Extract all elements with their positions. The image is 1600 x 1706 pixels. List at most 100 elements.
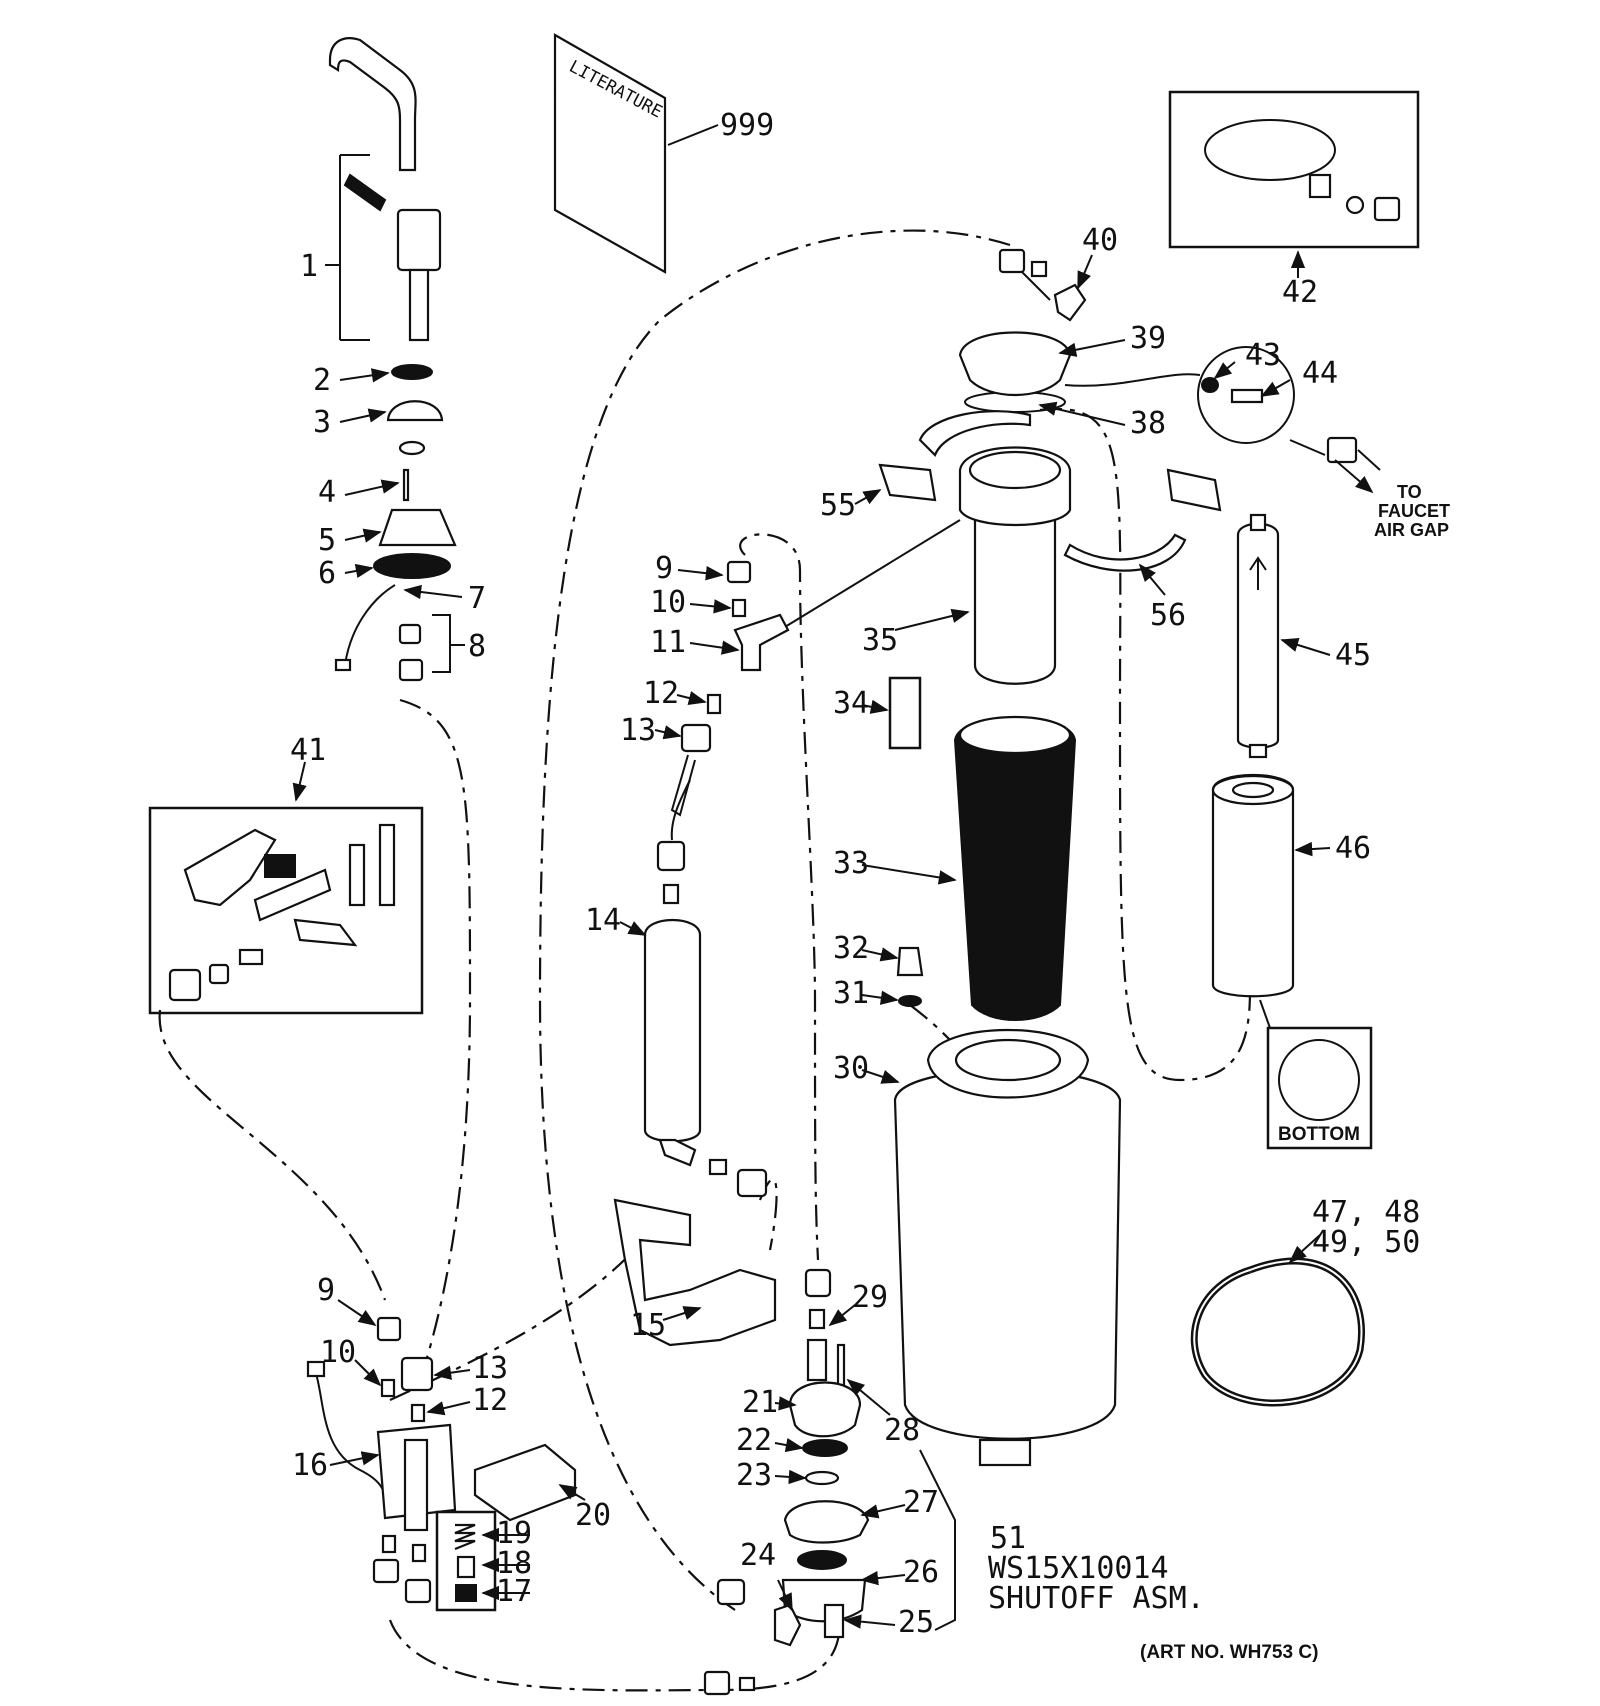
label-8: 8 xyxy=(468,629,486,664)
tube-40-to-39 xyxy=(1019,269,1051,301)
label-13b: 13 xyxy=(472,1351,508,1386)
arrow-11 xyxy=(689,640,740,655)
label-7: 7 xyxy=(468,581,486,616)
tube-faucet-to-module xyxy=(399,698,472,1381)
label-faucet-line1: TO xyxy=(1397,482,1422,502)
tube-big-loop-left xyxy=(538,229,1011,1611)
filter-45 xyxy=(1236,522,1280,749)
tube-39-to-44 xyxy=(1064,373,1201,387)
insert-10b xyxy=(380,1378,396,1398)
nut-8a xyxy=(398,623,422,645)
cartridge-33 xyxy=(953,716,1077,1021)
arrow-15 xyxy=(662,1306,702,1321)
part-17 xyxy=(455,1584,477,1602)
part-18 xyxy=(456,1555,476,1579)
label-49-50: 49, 50 xyxy=(1312,1225,1420,1260)
arrow-46 xyxy=(1294,841,1331,857)
label-12a: 12 xyxy=(643,676,679,711)
elbow-14 xyxy=(658,1138,697,1167)
arrow-40 xyxy=(1077,254,1093,290)
label-56: 56 xyxy=(1150,598,1186,633)
saddle-clamp xyxy=(183,828,277,907)
label-32: 32 xyxy=(833,931,869,966)
label-43: 43 xyxy=(1245,338,1281,373)
housing-35 xyxy=(973,498,1057,685)
piercing-valve xyxy=(293,918,358,947)
label-11: 11 xyxy=(650,625,686,660)
arrow-32 xyxy=(861,947,899,962)
disc-23 xyxy=(804,1470,840,1486)
body-27 xyxy=(783,1500,870,1544)
bracket-8 xyxy=(432,614,451,673)
faucet-assembly xyxy=(328,37,457,682)
clamp-fitting xyxy=(1308,173,1332,199)
arrow-7 xyxy=(403,584,463,600)
arrow-24 xyxy=(777,1579,793,1612)
tube-to-35 xyxy=(779,519,961,631)
clamp-nut xyxy=(1373,196,1401,222)
nut-44 xyxy=(1326,436,1358,464)
arrow-25 xyxy=(843,1614,896,1629)
filter-45-arrow xyxy=(1249,556,1267,590)
arrow-28 xyxy=(846,1378,891,1416)
label-10a: 10 xyxy=(650,585,686,620)
saddle-insert xyxy=(238,948,264,966)
arrow-10a xyxy=(689,599,732,614)
label-47-48: 47, 48 xyxy=(1312,1195,1420,1230)
label-faucet-line2: FAUCET xyxy=(1378,501,1450,521)
hose-coil xyxy=(1190,1257,1365,1407)
box-42 xyxy=(1168,90,1420,249)
module-fit-a xyxy=(381,1534,397,1554)
label-35: 35 xyxy=(862,623,898,658)
box-bottom xyxy=(1266,1026,1373,1150)
nut-29 xyxy=(804,1268,832,1298)
nut-40 xyxy=(998,248,1026,274)
washer-2 xyxy=(391,364,433,380)
label-23: 23 xyxy=(736,1458,772,1493)
led-wire-7 xyxy=(344,584,396,666)
nut-13b xyxy=(400,1356,434,1392)
box-34 xyxy=(888,676,922,750)
filter-45-foot xyxy=(1248,743,1268,759)
diaphragm-22 xyxy=(802,1439,848,1457)
elbow-40 xyxy=(1053,283,1087,322)
label-26: 26 xyxy=(903,1555,939,1590)
arrow-44 xyxy=(1260,379,1291,397)
arrow-38 xyxy=(1038,401,1126,426)
saddle-valve-box xyxy=(148,761,424,1015)
valve-32 xyxy=(896,946,924,977)
label-24: 24 xyxy=(740,1538,776,1573)
arrow-29 xyxy=(828,1304,856,1327)
arrow-10b xyxy=(354,1359,382,1387)
label-29: 29 xyxy=(852,1280,888,1315)
post-filters xyxy=(1211,436,1381,1150)
label-27: 27 xyxy=(903,1485,939,1520)
arrow-30 xyxy=(861,1069,900,1084)
label-999: 999 xyxy=(720,108,774,143)
faucet-shank xyxy=(408,268,430,342)
screw-4 xyxy=(402,468,410,502)
insert-12b xyxy=(410,1403,426,1423)
label-4: 4 xyxy=(318,475,336,510)
arrow-12a xyxy=(676,691,707,706)
arrow-16 xyxy=(329,1451,380,1466)
base-5 xyxy=(378,508,457,547)
cap-21 xyxy=(788,1381,862,1438)
hose-47-50 xyxy=(1190,1257,1365,1407)
hose-47-50-inner xyxy=(1193,1260,1363,1404)
label-22: 22 xyxy=(736,1423,772,1458)
label-34: 34 xyxy=(833,686,869,721)
nut-9 xyxy=(726,560,752,584)
label-31: 31 xyxy=(833,976,869,1011)
label-19: 19 xyxy=(496,1516,532,1551)
leader-arrows xyxy=(325,254,1374,1629)
arrow-4 xyxy=(344,479,400,496)
insert-29 xyxy=(808,1308,826,1330)
booklet xyxy=(553,33,667,274)
bottom-insert xyxy=(738,1676,756,1692)
tube-saddle-to-module xyxy=(158,1009,387,1301)
filter-45-neck xyxy=(1249,513,1267,532)
saddle-bolt-1 xyxy=(348,843,366,907)
label-5: 5 xyxy=(318,523,336,558)
saddle-pad xyxy=(264,854,296,878)
